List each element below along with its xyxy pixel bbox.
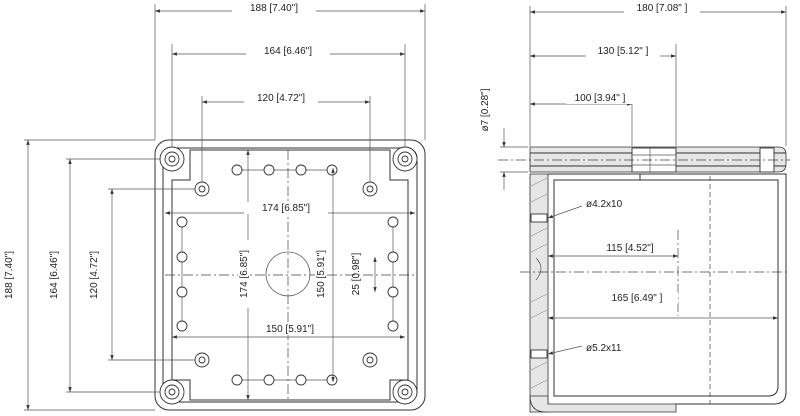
box-inner-contour [553, 179, 779, 397]
side-view: 180 [7.08" ] 130 [5.12" ] 100 [3.94" ] ø… [480, 2, 790, 413]
dim-overall-height: 188 [7.40"] [4, 251, 15, 299]
lid-contour [171, 149, 409, 401]
dim-100: 100 [3.94" ] [575, 93, 626, 104]
dim-inner-height-174: 174 [6.85"] [239, 250, 250, 298]
inner-screw-bosses [194, 181, 378, 368]
hole-upper [530, 213, 548, 223]
dim-mount-width: 164 [6.46"] [264, 46, 312, 57]
dim-overall-width: 188 [7.40"] [250, 3, 298, 14]
side-extension-lines [500, 6, 787, 173]
dim-165: 165 [6.49" ] [612, 293, 663, 304]
dim-mount-height: 164 [6.46"] [49, 251, 60, 299]
front-view: 188 [7.40"] 164 [6.46"] 120 [4.72"] 174 … [3, 2, 426, 411]
wall-cable-entry [535, 257, 542, 281]
center-arc-left [265, 251, 289, 297]
wall-hatch [530, 177, 548, 389]
box-bottom-wall [529, 395, 677, 413]
hole-upper-label: ø4.2x10 [586, 199, 623, 210]
dim-boss-spacing: 25 [0.98"] [351, 253, 362, 296]
box-left-wall [529, 173, 549, 413]
box-outer-contour [548, 173, 787, 405]
dim-inner-width-174: 174 [6.85"] [262, 203, 310, 214]
hole-lower-label: ø5.2x11 [586, 343, 622, 354]
front-dimension-lines [26, 9, 425, 410]
hole-lower [530, 349, 548, 359]
dim-inner-width: 120 [4.72"] [257, 93, 305, 104]
center-arc [287, 251, 311, 297]
enclosure-inner-outline [162, 147, 418, 403]
front-extension-lines [24, 4, 426, 411]
corner-mounting-holes [159, 146, 418, 405]
dim-130: 130 [5.12" ] [598, 46, 649, 57]
dim-inner-height: 120 [4.72"] [89, 251, 100, 299]
dim-overall-depth: 180 [7.08" ] [637, 3, 688, 14]
enclosure-outline [154, 139, 426, 411]
dim-inner-width-150: 150 [5.91"] [266, 324, 314, 335]
dim-lid-thickness: ø7 [0.28"] [480, 88, 491, 131]
dim-115: 115 [4.52"] [606, 243, 654, 254]
dim-inner-height-150: 150 [5.91"] [316, 250, 327, 298]
